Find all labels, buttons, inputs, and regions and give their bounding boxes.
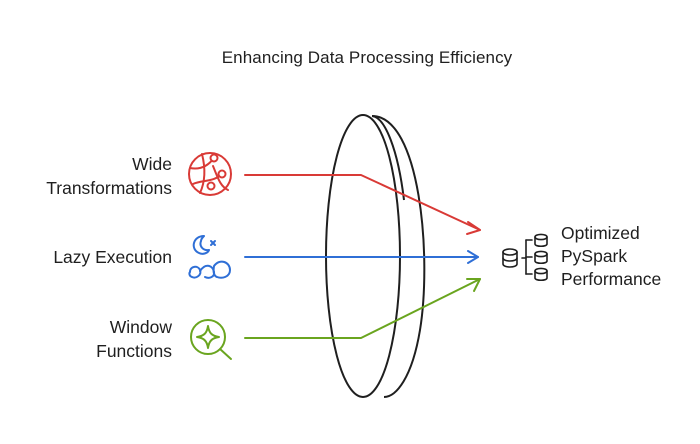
lazy-execution-line (244, 250, 479, 264)
input-label-line: Wide (132, 154, 172, 174)
wide-transformations-line (244, 174, 481, 235)
input-label-lazy-execution: Lazy Execution (2, 245, 172, 269)
output-label: Optimized PySpark Performance (561, 222, 661, 291)
sparkle-search-icon (190, 319, 232, 360)
database-stack-icon (502, 233, 548, 282)
lens-rim (371, 115, 426, 398)
input-label-line: Transformations (46, 178, 172, 198)
globe-network-icon (188, 152, 232, 196)
sleep-moon-icon (188, 235, 231, 279)
diagram-title: Enhancing Data Processing Efficiency (221, 48, 513, 67)
output-label-line: PySpark (561, 246, 628, 266)
input-label-line: Window (109, 317, 172, 337)
input-label-window-functions: Window Functions (2, 315, 172, 363)
input-label-wide-transformations: Wide Transformations (2, 152, 172, 200)
lens-edge (371, 115, 405, 201)
output-label-line: Performance (561, 269, 662, 289)
input-label-line: Lazy Execution (53, 247, 172, 267)
output-label-line: Optimized (561, 223, 640, 243)
window-functions-line (244, 278, 481, 339)
input-label-line: Functions (96, 341, 172, 361)
flow-lines (244, 174, 481, 339)
